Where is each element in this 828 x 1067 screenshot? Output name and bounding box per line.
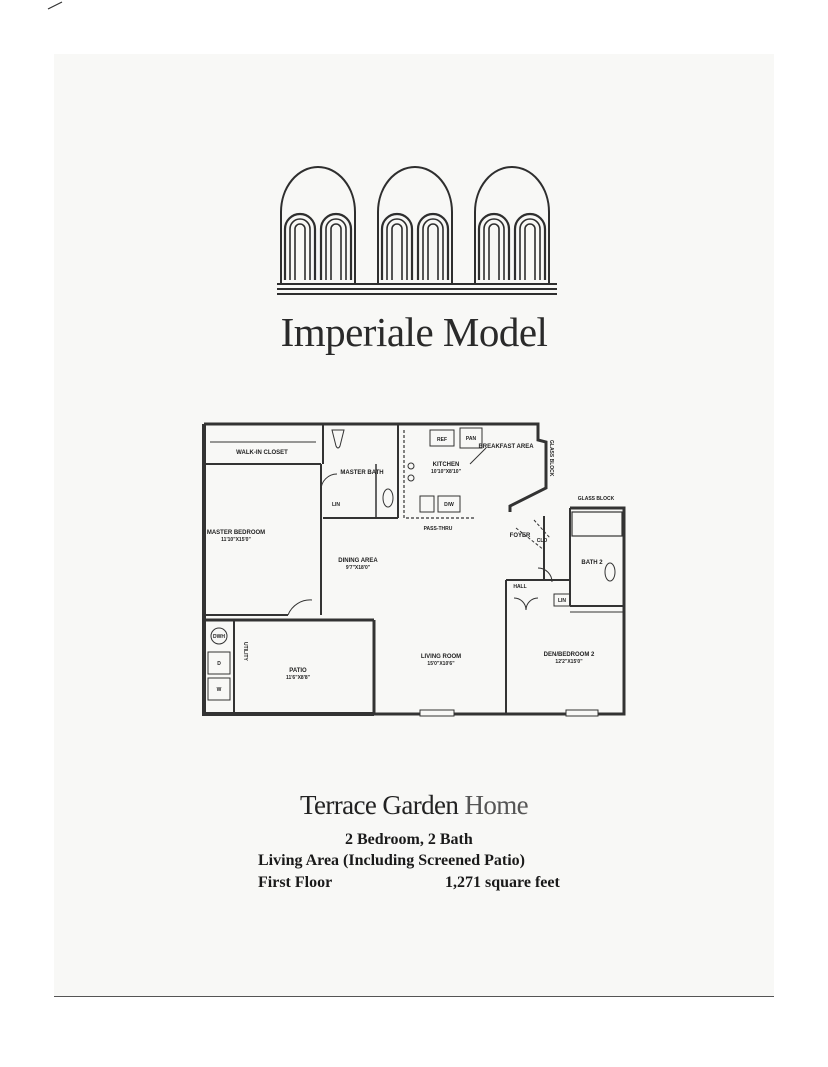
water-heater [210,627,228,645]
closet-dash [515,519,551,551]
home-title-light: Home [464,790,529,820]
label-glass-block-side: GLASS BLOCK [548,440,554,477]
logo-window-arch-7 [386,218,408,280]
floor-level: First Floor [258,874,333,891]
arch-outline-1 [280,166,356,284]
kitchen-door [469,447,487,465]
label-water-heater: DWH [213,634,225,640]
label-lin-master: LIN [332,502,340,508]
stove-burner [407,474,415,482]
dims-kitchen: 10'10"X8'10" [431,469,462,475]
logo-window-arch-1 [289,218,311,280]
label-breakfast-area: BREAKFAST AREA [478,444,534,450]
model-title: Imperiale Model [280,309,548,355]
logo-window-arch-0 [283,212,317,280]
beds-baths: 2 Bedroom, 2 Bath [345,831,473,848]
label-glass-block-top: GLASS BLOCK [578,496,615,502]
label-kitchen: KITCHEN [433,462,460,468]
bath2-sink [604,562,616,582]
logo-window-arch-5 [330,223,342,280]
logo-window-arch-10 [422,218,444,280]
logo-window-arch-15 [513,212,547,280]
label-hall: HALL [513,584,526,590]
label-master-bedroom: MASTER BEDROOM [207,530,265,536]
stove-burner [407,462,415,470]
label-washer: W [217,687,222,693]
logo-window-arch-3 [319,212,353,280]
label-bath-2: BATH 2 [581,560,603,566]
outer-wall [204,422,548,512]
label-pan: PAN [466,436,477,442]
bath-door [320,473,338,491]
dims-patio: 11'6"X8'8" [286,675,311,681]
label-dryer: D [217,661,221,667]
label-lin-hall: LIN [558,598,566,604]
lin-hall-box [553,593,571,607]
pan-box [459,427,483,449]
logo-window-arch-9 [416,212,450,280]
label-master-bath: MASTER BATH [340,470,383,476]
floor-plan: WALK-IN CLOSET MASTER BEDROOM 11'10"X15'… [202,422,626,717]
foyer-door [537,567,553,583]
label-foyer: FOYER [510,533,531,539]
home-title: Terrace Garden Home [0,790,828,821]
logo-window-arch-14 [488,223,500,280]
label-clo: CLO [537,538,548,544]
logo-window-arch-11 [427,223,439,280]
hall-closet-doors [513,597,539,611]
stray-pen-mark [47,1,63,10]
living-area: Living Area (Including Screened Patio) [258,852,525,869]
label-den-bedroom-2: DEN/BEDROOM 2 [544,652,595,658]
dims-master-bedroom: 11'10"X15'0" [221,537,251,543]
label-dw: D/W [444,502,454,508]
vanity-sink [382,488,394,508]
label-utility: UTILITY [242,642,248,662]
home-title-bold: Terrace Garden [299,790,459,820]
logo-window-arch-17 [524,223,536,280]
sink-box [419,495,435,513]
logo-window-arch-12 [477,212,511,280]
logo-window-arch-6 [380,212,414,280]
bath2-tub [571,511,623,537]
washer-box [207,677,231,701]
dryer-box [207,651,231,675]
logo-window-arch-4 [325,218,347,280]
ref-box [429,429,455,447]
logo-window-arch-16 [519,218,541,280]
window [419,709,455,717]
window [565,709,599,717]
dims-dining-area: 9'7"X18'0" [346,565,371,571]
arches-logo [277,166,557,295]
label-pass-thru: PASS-THRU [424,526,453,532]
logo-window-arch-8 [391,223,403,280]
label-ref: REF [437,437,447,443]
toilet [331,429,345,449]
label-dining-area: DINING AREA [338,558,378,564]
logo-window-arch-13 [483,218,505,280]
dims-den-bedroom-2: 12'2"X15'0" [555,659,583,665]
square-feet: 1,271 square feet [445,874,560,891]
outer-wall-bottom [374,506,626,716]
scanned-page [54,54,774,997]
label-walk-in-closet: WALK-IN CLOSET [236,450,288,456]
dims-living-room: 15'0"X10'6" [427,661,455,667]
bedroom-door [287,599,313,616]
label-patio: PATIO [289,668,307,674]
kitchen-counter [403,430,476,519]
outer-wall-left [202,424,374,716]
label-living-room: LIVING ROOM [421,654,461,660]
arch-outline-3 [474,166,550,284]
arch-outline-2 [377,166,453,284]
dw-box [437,495,461,513]
logo-window-arch-2 [294,223,306,280]
